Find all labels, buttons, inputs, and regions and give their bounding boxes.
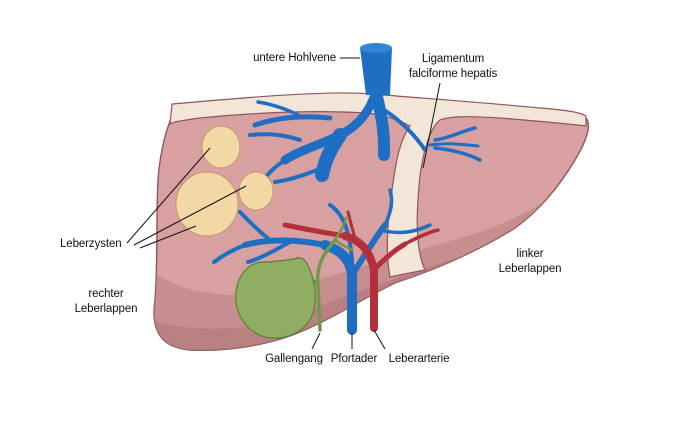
label-portal-vein: Pfortader [330,353,378,365]
label-right-lobe: rechter Leberlappen [66,287,146,317]
label-ligament-line-1: Ligamentum [421,53,485,65]
label-left-lobe-line-2: Leberlappen [498,263,562,275]
label-left-lobe: linker Leberlappen [490,247,570,277]
hepatic-veins [248,86,482,192]
leader-cyst-2 [133,185,247,246]
leader-ligament [422,82,441,169]
cyst-1 [201,125,241,169]
liver-cysts [175,125,274,237]
label-right-lobe-line-2: Leberlappen [74,303,138,315]
cyst-2 [175,171,239,237]
leader-hepatic-artery [373,329,386,350]
label-hepatic-artery: Leberarterie [388,353,450,365]
label-ligament: Ligamentum falciforme hepatis [405,52,501,82]
label-vena-cava: untere Hohlvene [253,52,336,64]
leader-lines [126,57,441,350]
leader-cyst-1 [126,147,211,244]
leader-cyst-3 [139,225,197,249]
leader-bile-duct [311,332,321,350]
cyst-3 [238,171,274,211]
label-left-lobe-line-1: linker [516,248,544,260]
gallbladder [235,257,316,339]
vena-cava [360,43,392,95]
label-bile-duct: Gallengang [265,353,323,365]
label-ligament-line-2: falciforme hepatis [408,68,498,80]
label-cysts: Leberzysten [60,238,122,250]
label-right-lobe-line-1: rechter [88,288,124,300]
